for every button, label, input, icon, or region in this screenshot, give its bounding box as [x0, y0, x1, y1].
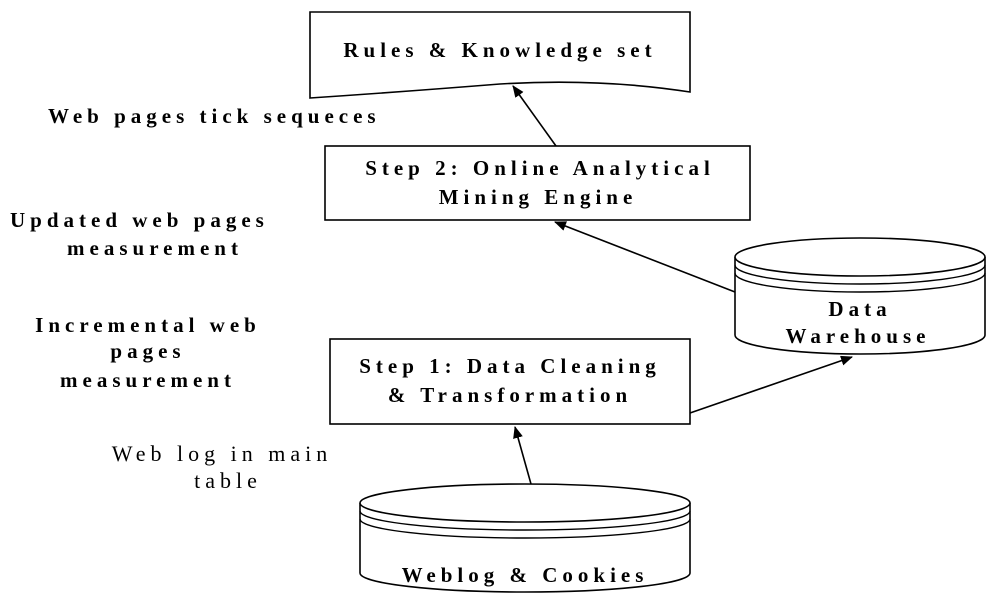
- incremental-measurement-line2: pages: [110, 339, 185, 363]
- arrow-step1-to-warehouse: [689, 355, 853, 414]
- rules-knowledge-box: Rules & Knowledge set: [309, 11, 691, 99]
- web-log-main-table-line1: Web log in main: [112, 441, 332, 466]
- tick-sequences-label: Web pages tick sequeces: [48, 104, 381, 128]
- step1-label-line1: Step 1: Data Cleaning: [359, 354, 661, 378]
- arrow-weblog-to-step1: [513, 426, 532, 485]
- incremental-measurement-line1: Incremental web: [35, 313, 261, 337]
- arrow-warehouse-to-step2: [554, 221, 736, 293]
- rules-knowledge-label: Rules & Knowledge set: [343, 38, 656, 62]
- step2-label-line1: Step 2: Online Analytical: [365, 156, 715, 180]
- step2-box: Step 2: Online Analytical Mining Engine: [324, 145, 751, 221]
- updated-measurement-line2: measurement: [67, 236, 243, 260]
- step1-label-line2: & Transformation: [388, 383, 632, 407]
- step2-label-line2: Mining Engine: [439, 185, 638, 209]
- step1-box: Step 1: Data Cleaning & Transformation: [329, 338, 691, 425]
- web-log-main-table-line2: table: [194, 468, 262, 493]
- weblog-cookies-cylinder: Weblog & Cookies: [359, 483, 691, 593]
- weblog-label: Weblog & Cookies: [402, 563, 649, 587]
- arrow-step2-to-rules: [512, 85, 557, 147]
- updated-measurement-line1: Updated web pages: [10, 208, 269, 232]
- warehouse-label-line1: Data: [828, 297, 891, 321]
- incremental-measurement-line3: measurement: [60, 368, 236, 392]
- warehouse-label-line2: Warehouse: [786, 324, 931, 348]
- data-warehouse-cylinder: Data Warehouse: [734, 237, 986, 355]
